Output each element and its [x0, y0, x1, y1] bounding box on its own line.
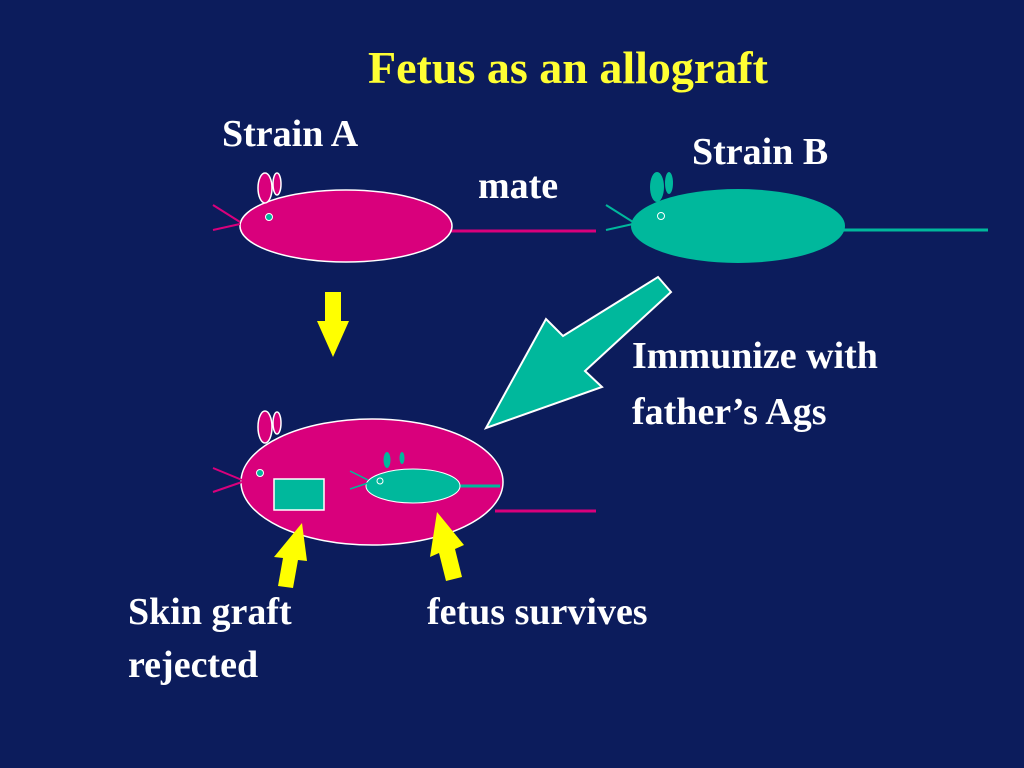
strain-a-mouse — [212, 172, 596, 263]
strain-a-ear — [257, 172, 273, 204]
pregnant-mouse-ear — [257, 410, 273, 444]
immunize-label-line2: father’s Ags — [632, 391, 827, 433]
fetus-mouse — [349, 452, 500, 504]
fetus-survives-label: fetus survives — [427, 591, 648, 633]
pregnant-mouse-eye — [256, 469, 264, 477]
strain-b-label: Strain B — [692, 131, 829, 173]
immunize-label-line1: Immunize with — [632, 335, 878, 377]
strain-b-ear-back — [665, 172, 673, 194]
mate-label: mate — [478, 165, 559, 207]
strain-a-body — [239, 189, 453, 263]
strain-a-eye — [265, 213, 273, 221]
diagonal-arrow-icon — [483, 275, 673, 430]
down-arrow-icon — [317, 292, 349, 357]
strain-a-ear-back — [272, 172, 282, 196]
slide-title: Fetus as an allograft — [368, 42, 768, 93]
skin-graft-label-line1: Skin graft — [128, 591, 292, 633]
strain-b-eye — [657, 212, 665, 220]
fetus-arrow-icon — [430, 512, 464, 581]
fetus-ear-back — [399, 452, 405, 464]
strain-a-whiskers — [212, 204, 241, 231]
skin-graft-arrow-icon — [274, 523, 307, 588]
strain-b-whiskers — [605, 204, 634, 231]
skin-graft-patch — [273, 478, 325, 511]
fetus-ear — [383, 452, 391, 468]
strain-b-ear — [650, 172, 664, 202]
strain-a-label: Strain A — [222, 113, 359, 155]
fetus-eye — [376, 477, 384, 485]
fetus-body — [365, 468, 461, 504]
pregnant-mouse-ear-back — [272, 411, 282, 435]
pregnant-mouse-whiskers — [212, 467, 243, 493]
pregnant-mouse — [212, 410, 596, 546]
fetus-whiskers — [349, 470, 369, 490]
skin-graft-label-line2: rejected — [128, 644, 259, 686]
strain-b-mouse — [605, 172, 988, 263]
strain-b-body — [631, 189, 845, 263]
